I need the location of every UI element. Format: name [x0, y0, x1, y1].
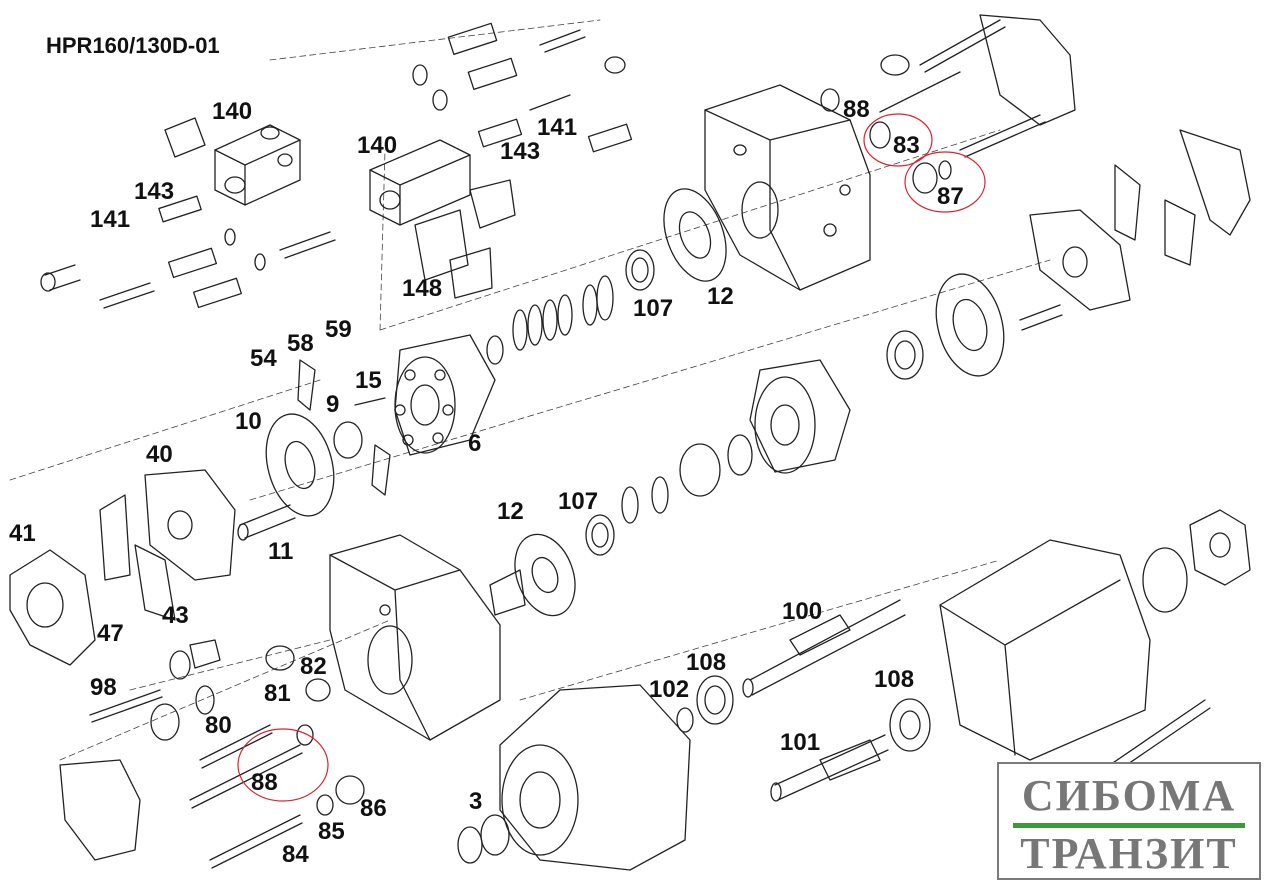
valve-block-with-solenoid [369, 139, 516, 299]
shaft-101 [770, 734, 889, 802]
part-label-11: 11 [268, 538, 294, 565]
part-label-141: 141 [537, 114, 578, 141]
part-label-102: 102 [649, 676, 690, 703]
part-label-141: 141 [90, 206, 131, 233]
part-label-6: 6 [468, 430, 482, 457]
part-label-41: 41 [9, 520, 36, 547]
part-label-98: 98 [90, 674, 117, 701]
highlight-part-88 [237, 728, 329, 802]
diagram-title: HPR160/130D-01 [46, 33, 220, 58]
part-label-101: 101 [780, 729, 821, 756]
part-label-88: 88 [843, 96, 870, 123]
part-label-148: 148 [402, 275, 443, 302]
part-label-59: 59 [325, 316, 352, 343]
shaft-11 [237, 504, 296, 541]
part-label-15: 15 [355, 367, 382, 394]
part-label-40: 40 [146, 441, 173, 468]
part-label-88: 88 [251, 769, 278, 796]
logo-text-line2: ТРАНЗИТ [1020, 829, 1238, 878]
end-cover-41 [9, 549, 96, 666]
cylinder-barrel-mid [621, 359, 851, 524]
end-cover-top-right [979, 14, 1251, 266]
gear-housing-3 [457, 684, 691, 871]
part-label-54: 54 [250, 345, 277, 372]
part-label-82: 82 [300, 653, 327, 680]
part-label-108: 108 [686, 649, 727, 676]
part-label-140: 140 [357, 132, 398, 159]
lower-left-parts [59, 639, 365, 869]
swash-plate-10 [265, 359, 391, 517]
part-label-58: 58 [287, 330, 314, 357]
part-label-3: 3 [469, 788, 483, 815]
highlight-circles [237, 113, 986, 802]
part-label-107: 107 [558, 488, 599, 515]
highlight-part-83 [863, 113, 933, 167]
logo-accent-bar [1013, 823, 1245, 828]
part-label-80: 80 [205, 712, 232, 739]
part-label-86: 86 [360, 795, 387, 822]
spool-group-top [412, 22, 633, 153]
control-valve-140 [164, 117, 301, 206]
part-label-107: 107 [633, 295, 674, 322]
port-plate-12-lower [489, 514, 615, 617]
servo-cover-40 [99, 469, 236, 621]
part-label-81: 81 [264, 680, 291, 707]
part-label-12: 12 [497, 498, 524, 525]
housing-block-lower [329, 534, 501, 741]
part-label-85: 85 [318, 818, 345, 845]
highlight-part-87 [904, 151, 986, 213]
assembly-lines [9, 19, 1051, 761]
part-label-43: 43 [162, 602, 189, 629]
part-label-143: 143 [500, 138, 541, 165]
bearings-108 [676, 675, 931, 752]
bearing-107-top [625, 249, 655, 291]
shaft-100 [742, 599, 906, 698]
part-label-12: 12 [707, 283, 734, 310]
port-plate-12-top [663, 188, 727, 282]
part-label-140: 140 [212, 98, 253, 125]
spring-rings-top [486, 275, 614, 365]
part-label-87: 87 [937, 183, 964, 210]
part-label-9: 9 [326, 391, 340, 418]
part-label-84: 84 [282, 841, 309, 868]
tube-parts-top-right [820, 19, 1046, 194]
part-label-47: 47 [97, 620, 124, 647]
part-label-10: 10 [235, 408, 262, 435]
part-label-83: 83 [893, 132, 920, 159]
spool-group-left [40, 195, 336, 309]
flange-plate-mid-right [886, 209, 1131, 380]
part-label-100: 100 [782, 598, 823, 625]
part-label-108: 108 [874, 666, 915, 693]
housing-block-top [704, 84, 871, 291]
part-label-143: 143 [134, 178, 175, 205]
logo-text-line1: СИБОМА [1021, 771, 1237, 820]
cylinder-barrel-6 [394, 334, 496, 456]
company-logo: СИБОМА ТРАНЗИТ [997, 762, 1261, 880]
